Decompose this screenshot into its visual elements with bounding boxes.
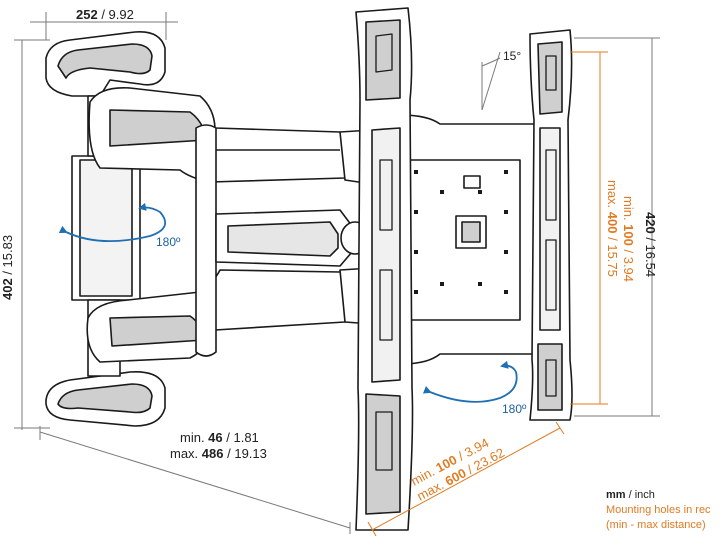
height-left-label: 402 / 15.83: [0, 235, 15, 300]
legend-mounting-holes: Mounting holes in rec: [606, 504, 711, 516]
swivel-left-arrow-icon: [58, 202, 167, 243]
extension-max-label: max. 486 / 19.13: [170, 446, 267, 461]
tv-plate: [355, 7, 573, 531]
legend: mm / inch Mounting holes in rec (min - m…: [606, 489, 711, 531]
swivel-right-label: 180º: [502, 402, 527, 416]
vesa-vertical-max-label: max. 400 / 15.75: [605, 180, 620, 277]
depth-dimension-label: 252 / 9.92: [76, 7, 134, 22]
swivel-right-arrow-icon: [422, 360, 518, 403]
swivel-left-label: 180º: [156, 235, 181, 249]
height-right-label: 420 / 16.54: [643, 212, 658, 277]
legend-units: mm / inch: [606, 489, 655, 501]
extension-min-label: min. 46 / 1.81: [180, 430, 259, 445]
dimension-lines: [14, 12, 660, 534]
legend-distance-note: (min - max distance): [606, 519, 706, 531]
tilt-angle-label: 15°: [503, 49, 521, 63]
vesa-vertical-min-label: min. 100 / 3.94: [621, 196, 636, 282]
vesa-dimension-lines: [367, 51, 608, 537]
